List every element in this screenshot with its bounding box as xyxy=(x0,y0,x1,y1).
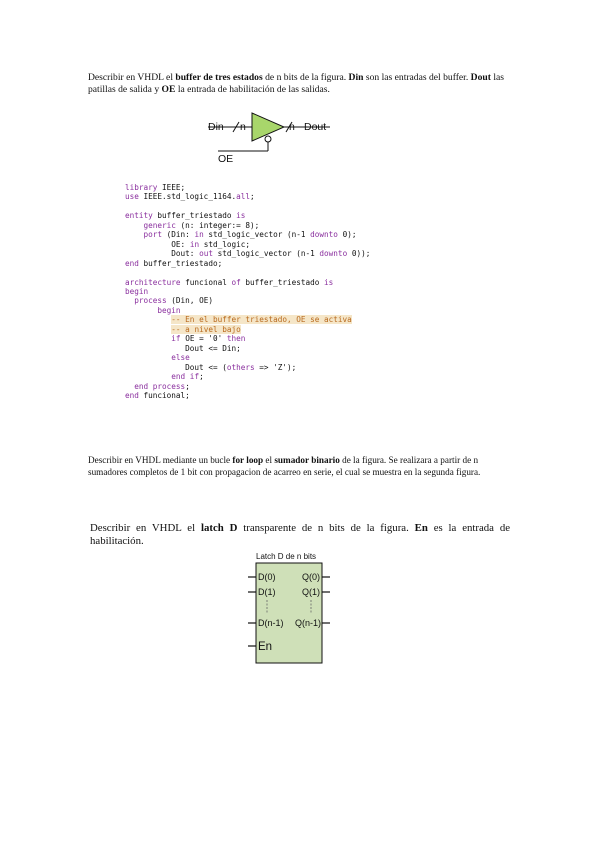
exercise-2-text: Describir en VHDL mediante un bucle for … xyxy=(88,455,481,477)
buffer-triangle xyxy=(251,112,286,142)
vhdl-code-listing: library IEEE; use IEEE.std_logic_1164.al… xyxy=(125,183,371,400)
oe-label: OE xyxy=(218,153,233,165)
oe-inversion-bubble xyxy=(264,135,272,143)
latch-block xyxy=(255,562,323,664)
code-comment: -- En el buffer triestado, OE se activa xyxy=(171,315,352,325)
exercise-1-text: Describir en VHDL el buffer de tres esta… xyxy=(88,72,504,95)
din-width-label: n xyxy=(240,121,246,133)
q1-label: Q(1) xyxy=(302,587,320,597)
qn-label: Q(n-1) xyxy=(295,618,321,628)
din-bus-slash xyxy=(232,121,240,133)
dn-label: D(n-1) xyxy=(258,618,284,628)
d0-label: D(0) xyxy=(258,572,276,582)
latch-title: Latch D de n bits xyxy=(256,552,316,561)
dout-bus-slash xyxy=(285,121,293,133)
dout-label: Dout xyxy=(304,121,326,133)
dout-width-label: n xyxy=(289,121,295,133)
code-comment: -- a nivel bajo xyxy=(171,324,241,334)
d1-label: D(1) xyxy=(258,587,276,597)
en-label: En xyxy=(258,641,272,653)
tristate-buffer-diagram: Din n n Dout OE xyxy=(208,112,330,165)
latch-d-diagram: Latch D de n bits D(0) D(1) D(n-1) En Q(… xyxy=(248,552,330,664)
exercise-3-text: Describir en VHDL el latch D transparent… xyxy=(90,522,511,547)
q0-label: Q(0) xyxy=(302,572,320,582)
